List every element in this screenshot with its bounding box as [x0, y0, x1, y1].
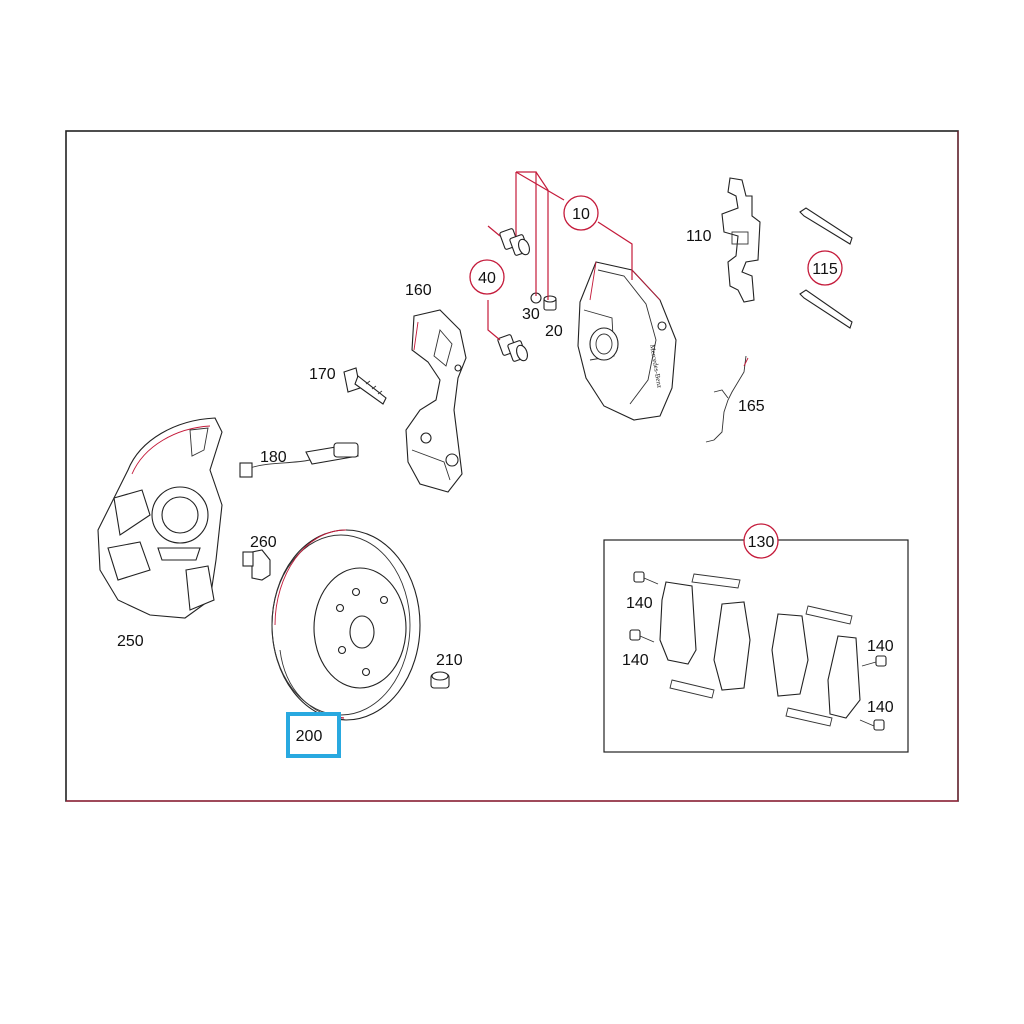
label-160[interactable]: 160 [405, 282, 432, 299]
label-250[interactable]: 250 [117, 633, 144, 650]
part-40-guide-bolts[interactable] [497, 228, 531, 362]
callout-40[interactable]: 40 [469, 259, 505, 295]
label-260[interactable]: 260 [250, 534, 277, 551]
label-170[interactable]: 170 [309, 366, 336, 383]
part-165-spring[interactable] [705, 355, 749, 443]
part-130-brake-pad-set[interactable] [603, 539, 909, 753]
label-110[interactable]: 110 [686, 228, 712, 245]
part-110-spring-clip[interactable] [721, 177, 761, 303]
part-10-brake-caliper[interactable]: Mercedes-Benz [577, 261, 677, 421]
svg-text:40: 40 [478, 270, 496, 287]
label-140-top-left[interactable]: 140 [626, 595, 653, 612]
label-210[interactable]: 210 [436, 652, 463, 669]
part-160-caliper-bracket[interactable] [405, 309, 467, 493]
part-200-brake-disc[interactable] [271, 529, 421, 721]
label-165[interactable]: 165 [738, 398, 765, 415]
part-260-bolt[interactable] [242, 549, 271, 581]
label-180[interactable]: 180 [260, 449, 287, 466]
part-115-guide-pins[interactable] [799, 207, 853, 329]
svg-text:200: 200 [296, 728, 323, 745]
label-140-top-right[interactable]: 140 [867, 638, 894, 655]
label-20[interactable]: 20 [545, 323, 563, 340]
callout-10[interactable]: 10 [563, 195, 599, 231]
label-30[interactable]: 30 [522, 306, 540, 323]
part-180-brake-wear-sensor[interactable] [239, 442, 359, 478]
callout-130[interactable]: 130 [743, 523, 779, 559]
label-140-bottom-right[interactable]: 140 [867, 699, 894, 716]
callout-115[interactable]: 115 [807, 250, 843, 286]
label-140-bottom-left[interactable]: 140 [622, 652, 649, 669]
svg-text:115: 115 [812, 261, 838, 278]
part-20-bleeder-valve[interactable] [543, 295, 557, 311]
svg-text:10: 10 [572, 206, 590, 223]
svg-text:130: 130 [748, 534, 775, 551]
leader-lines-10 [487, 171, 633, 341]
part-170-bolt[interactable] [343, 367, 387, 405]
part-250-brake-dust-shield[interactable] [97, 417, 223, 619]
part-210-screw[interactable] [430, 671, 450, 689]
label-200-highlighted[interactable]: 200 [286, 712, 341, 758]
